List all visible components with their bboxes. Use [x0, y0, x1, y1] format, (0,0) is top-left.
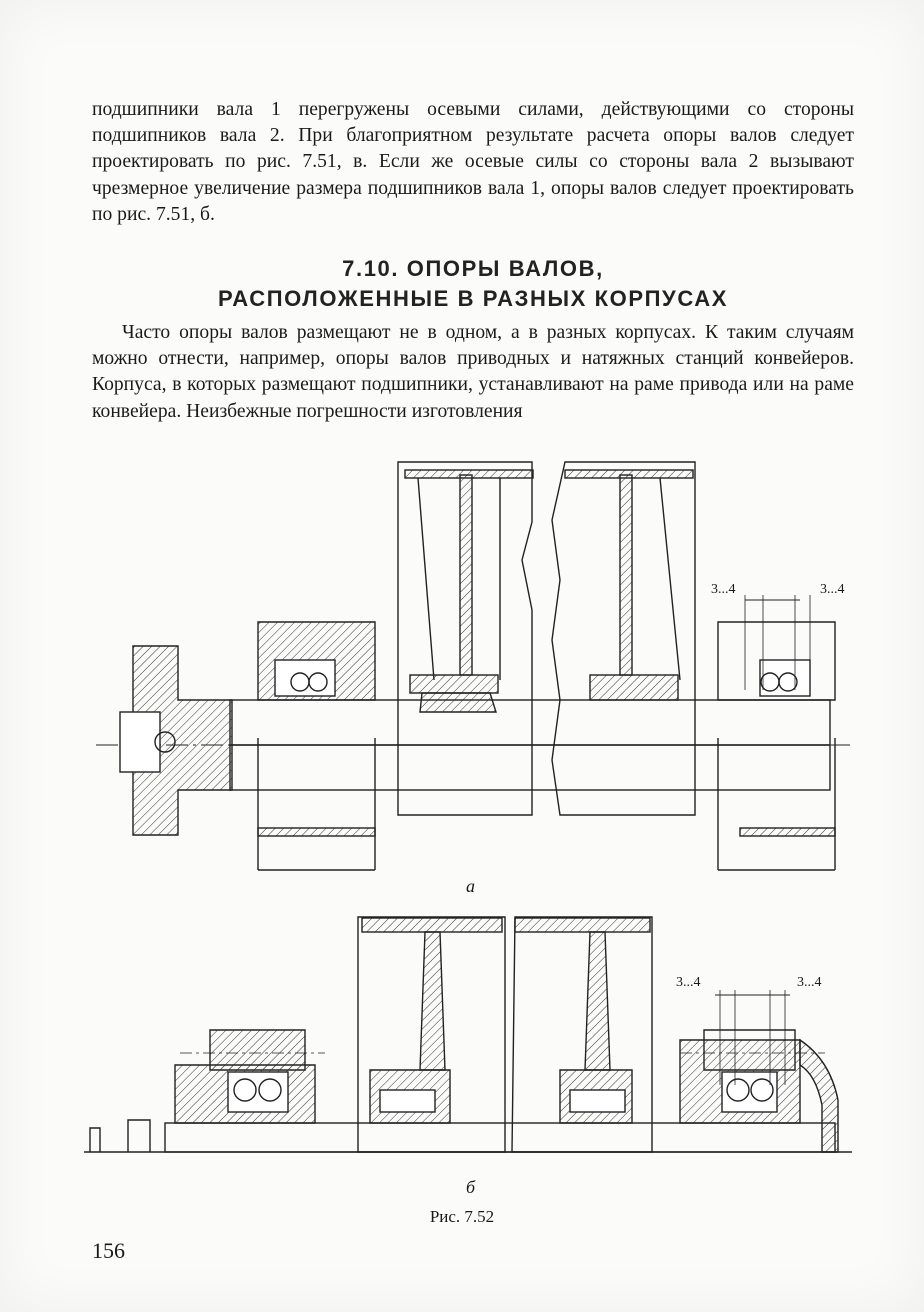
section-heading: 7.10. ОПОРЫ ВАЛОВ, РАСПОЛОЖЕННЫЕ В РАЗНЫ… [92, 254, 854, 314]
drawing-b [84, 916, 852, 1153]
figure-label-a: а [466, 876, 475, 896]
section-heading-line-1: 7.10. ОПОРЫ ВАЛОВ, [342, 256, 604, 281]
dimension-label-a-left: 3...4 [711, 582, 736, 597]
section-heading-line-2: РАСПОЛОЖЕННЫЕ В РАЗНЫХ КОРПУСАХ [217, 286, 729, 311]
dimension-label-b-left: 3...4 [676, 975, 701, 990]
page-number: 156 [92, 1238, 125, 1263]
drawing-a [96, 461, 850, 871]
dimension-label-b-right: 3...4 [797, 975, 822, 990]
figure-label-b: б [466, 1177, 476, 1197]
paragraph-intro: Часто опоры валов размещают не в одном, … [92, 322, 854, 422]
paragraph-continuation: подшипники вала 1 перегружены осевыми си… [92, 99, 854, 225]
figure-caption: Рис. 7.52 [429, 1207, 495, 1226]
dimension-label-a-right: 3...4 [820, 582, 845, 597]
